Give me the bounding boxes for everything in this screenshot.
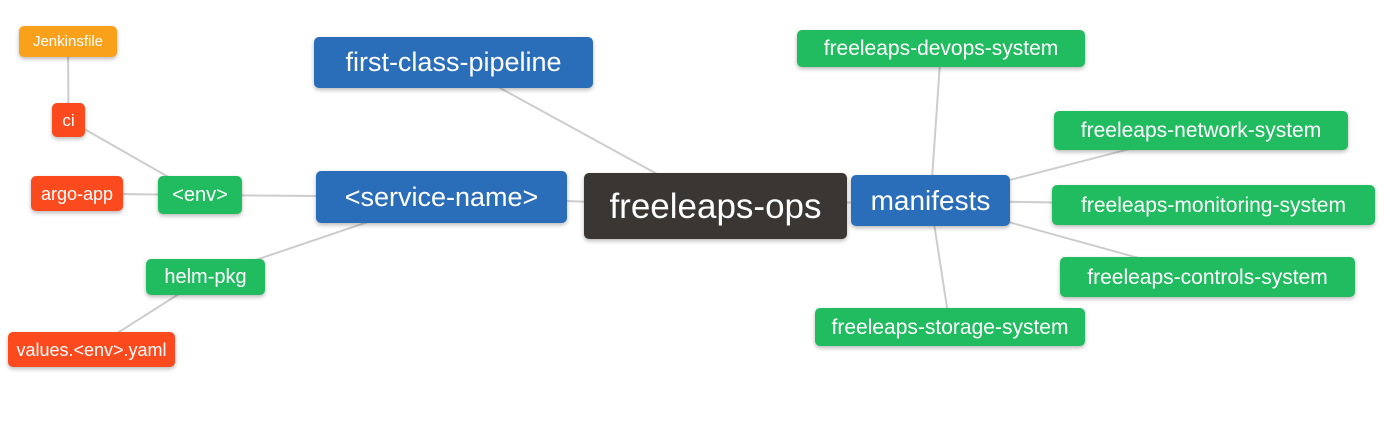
node-env[interactable]: <env> — [158, 176, 242, 214]
node-manifests[interactable]: manifests — [851, 175, 1010, 226]
node-monitoring-system[interactable]: freeleaps-monitoring-system — [1052, 185, 1375, 225]
node-helm-pkg[interactable]: helm-pkg — [146, 259, 265, 295]
node-jenkinsfile[interactable]: Jenkinsfile — [19, 26, 117, 57]
node-ci[interactable]: ci — [52, 103, 85, 137]
node-devops-system[interactable]: freeleaps-devops-system — [797, 30, 1085, 67]
node-first-class-pipeline[interactable]: first-class-pipeline — [314, 37, 593, 88]
node-argo-app[interactable]: argo-app — [31, 176, 123, 211]
node-storage-system[interactable]: freeleaps-storage-system — [815, 308, 1085, 346]
node-freeleaps-ops[interactable]: freeleaps-ops — [584, 173, 847, 239]
node-network-system[interactable]: freeleaps-network-system — [1054, 111, 1348, 150]
node-service-name[interactable]: <service-name> — [316, 171, 567, 223]
node-controls-system[interactable]: freeleaps-controls-system — [1060, 257, 1355, 297]
node-values-env-yaml[interactable]: values.<env>.yaml — [8, 332, 175, 367]
